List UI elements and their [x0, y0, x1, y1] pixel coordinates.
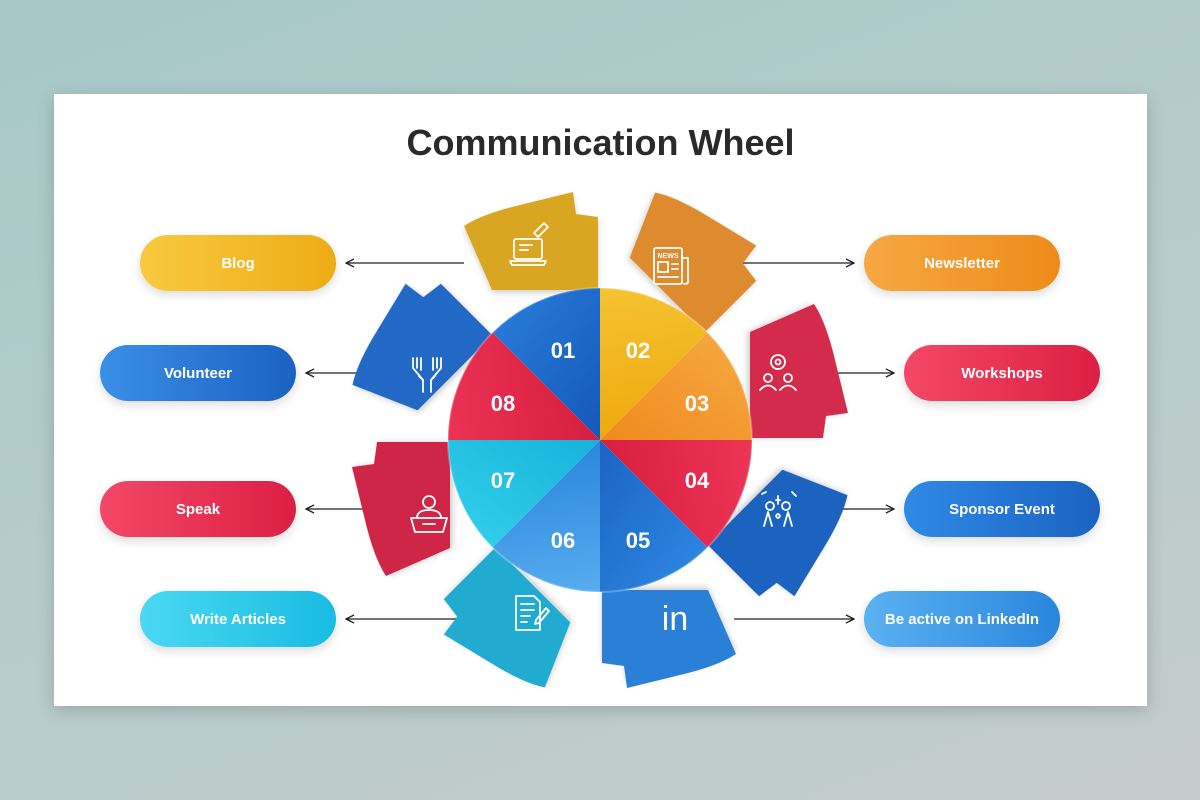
write-articles-button[interactable]: Write Articles	[140, 591, 336, 647]
sponsor-event-label: Sponsor Event	[949, 500, 1055, 518]
outer-arrow-04	[707, 469, 848, 597]
communication-wheel: 01 02 03 04 05 06 07 08 NEW	[54, 192, 1147, 688]
pie-slice-07	[447, 332, 600, 440]
volunteer-label: Volunteer	[163, 364, 233, 382]
write-articles-label: Write Articles	[190, 610, 286, 628]
number-08: 08	[491, 391, 515, 416]
outer-arrow-01	[464, 192, 598, 290]
linkedin-button[interactable]: Be active on LinkedIn	[864, 591, 1060, 647]
number-04: 04	[685, 468, 710, 493]
speaker-podium-icon	[410, 495, 448, 533]
workshops-button[interactable]: Workshops	[904, 345, 1100, 401]
pie-slice-08	[492, 288, 600, 440]
pie-slice-04	[600, 440, 708, 592]
outer-arrow-08	[352, 283, 493, 411]
newspaper-icon-text: NEWS	[658, 253, 679, 260]
slice-numbers: 01 02 03 04 05 06 07 08	[491, 338, 710, 553]
linkedin-icon: in	[662, 600, 688, 638]
speak-label: Speak	[175, 500, 221, 518]
blog-button[interactable]: Blog	[140, 235, 336, 291]
pie-slice-02	[600, 332, 752, 440]
volunteer-button[interactable]: Volunteer	[100, 345, 296, 401]
outer-arrow-ring	[352, 192, 848, 688]
number-06: 06	[551, 528, 575, 553]
document-pen-icon	[515, 595, 550, 631]
newspaper-icon: NEWS	[653, 247, 689, 285]
slide-title: Communication Wheel	[406, 122, 795, 163]
celebration-people-icon	[761, 491, 797, 527]
outer-arrow-05	[602, 590, 736, 688]
outer-arrow-02	[629, 192, 757, 333]
slide: Communication Wheel	[54, 94, 1147, 706]
laptop-chat-icon	[509, 222, 549, 266]
number-02: 02	[626, 338, 650, 363]
workshops-label: Workshops	[961, 364, 1043, 382]
pie-slice-05	[492, 440, 600, 593]
number-03: 03	[685, 391, 709, 416]
newsletter-label: Newsletter	[924, 254, 1000, 272]
inner-pie	[447, 287, 753, 593]
number-05: 05	[626, 528, 650, 553]
number-01: 01	[551, 338, 575, 363]
pie-slice-06	[448, 440, 600, 548]
outer-arrow-07	[352, 442, 450, 576]
number-07: 07	[491, 468, 515, 493]
outer-arrow-06	[443, 547, 571, 688]
sponsor-event-button[interactable]: Sponsor Event	[904, 481, 1100, 537]
blog-label: Blog	[221, 254, 255, 272]
pie-slice-03	[600, 440, 753, 548]
outer-arrow-03	[750, 304, 848, 438]
pie-slice-01	[600, 287, 708, 440]
raised-hands-icon	[412, 357, 442, 393]
speak-button[interactable]: Speak	[100, 481, 296, 537]
workshop-team-icon	[759, 354, 797, 391]
linkedin-label: Be active on LinkedIn	[884, 610, 1040, 628]
newsletter-button[interactable]: Newsletter	[864, 235, 1060, 291]
linkedin-icon-text: in	[662, 600, 688, 638]
